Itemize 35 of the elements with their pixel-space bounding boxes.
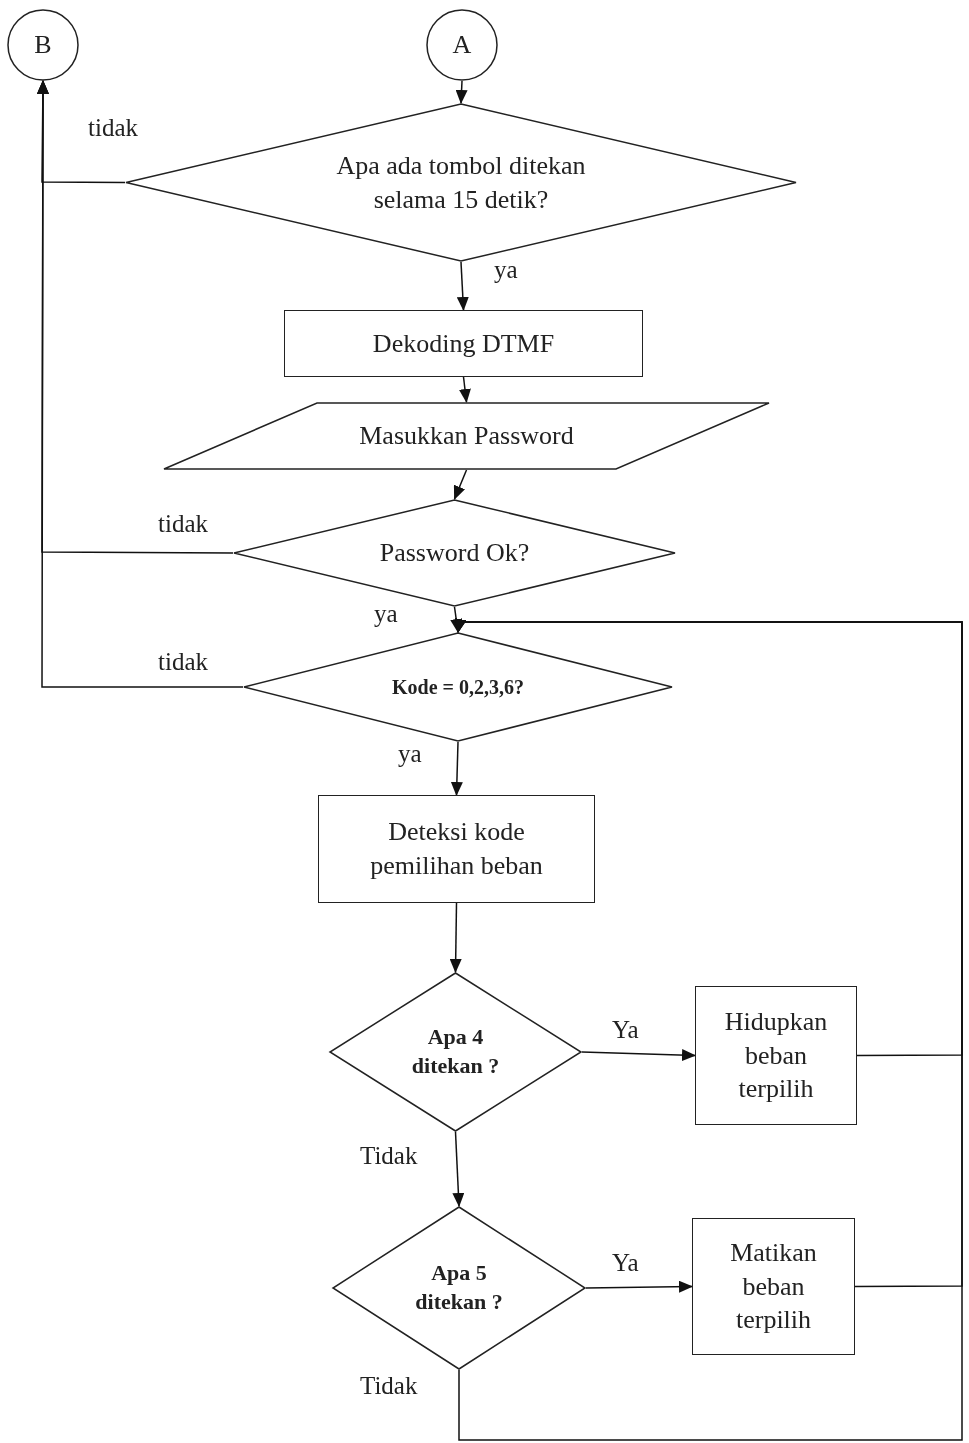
process-text: Matikan beban terpilih bbox=[729, 1236, 818, 1337]
decision-diamond bbox=[332, 1206, 586, 1370]
decision-diamond bbox=[243, 632, 673, 742]
arrow bbox=[455, 80, 468, 104]
decision-text: Apa ada tombol ditekan selama 15 detik? bbox=[335, 149, 587, 216]
arrow bbox=[454, 618, 963, 1441]
decision-diamond bbox=[329, 972, 582, 1132]
arrow bbox=[452, 1131, 465, 1207]
connector-circle bbox=[426, 9, 498, 81]
process-box bbox=[695, 986, 857, 1125]
process-text: Hidupkan beban terpilih bbox=[723, 1005, 829, 1106]
connector-label: B bbox=[34, 29, 52, 62]
decision-text: Apa 5 ditekan ? bbox=[414, 1259, 504, 1316]
input-parallelogram bbox=[163, 402, 770, 470]
arrow bbox=[37, 80, 244, 688]
decision-text: Apa 4 ditekan ? bbox=[410, 1023, 501, 1080]
connector-circle bbox=[7, 9, 79, 81]
arrow bbox=[581, 1049, 696, 1062]
arrow bbox=[453, 469, 468, 500]
process-text: Deteksi kode pemilihan beban bbox=[369, 816, 544, 882]
process-text: Dekoding DTMF bbox=[372, 327, 555, 360]
decision-text: Password Ok? bbox=[379, 537, 530, 570]
input-text: Masukkan Password bbox=[359, 420, 574, 453]
arrow bbox=[459, 376, 471, 403]
decision-diamond bbox=[233, 499, 676, 607]
decision-text: Kode = 0,2,3,6? bbox=[392, 675, 524, 700]
process-box bbox=[318, 795, 595, 903]
arrow bbox=[450, 606, 463, 633]
arrow bbox=[456, 261, 469, 311]
process-box bbox=[692, 1218, 855, 1355]
arrow bbox=[585, 1280, 693, 1293]
arrow bbox=[450, 741, 463, 796]
arrow bbox=[449, 902, 462, 973]
connector-label: A bbox=[452, 29, 472, 62]
process-box bbox=[284, 310, 643, 377]
